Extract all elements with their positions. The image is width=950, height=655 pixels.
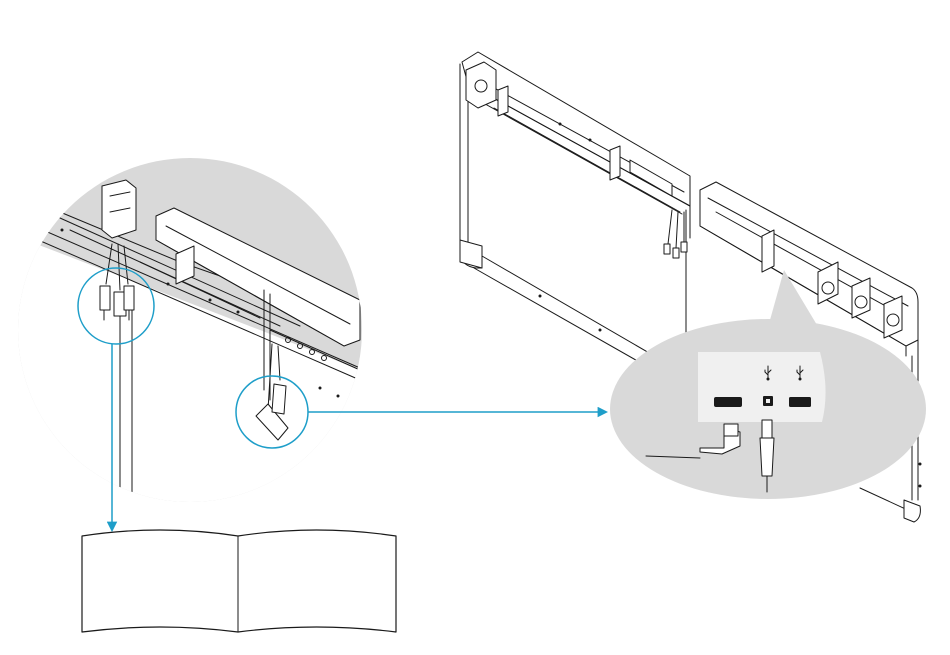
usb-a-port-icon: [789, 397, 811, 407]
left-panel: [460, 52, 690, 384]
detail-zoom-circle: [0, 158, 362, 560]
io-port-panel: [698, 352, 826, 422]
port-panel-callout: [610, 319, 926, 499]
open-booklet-icon: [82, 530, 396, 632]
hdmi-port-icon: [714, 397, 742, 407]
joint-cables: [664, 210, 687, 258]
